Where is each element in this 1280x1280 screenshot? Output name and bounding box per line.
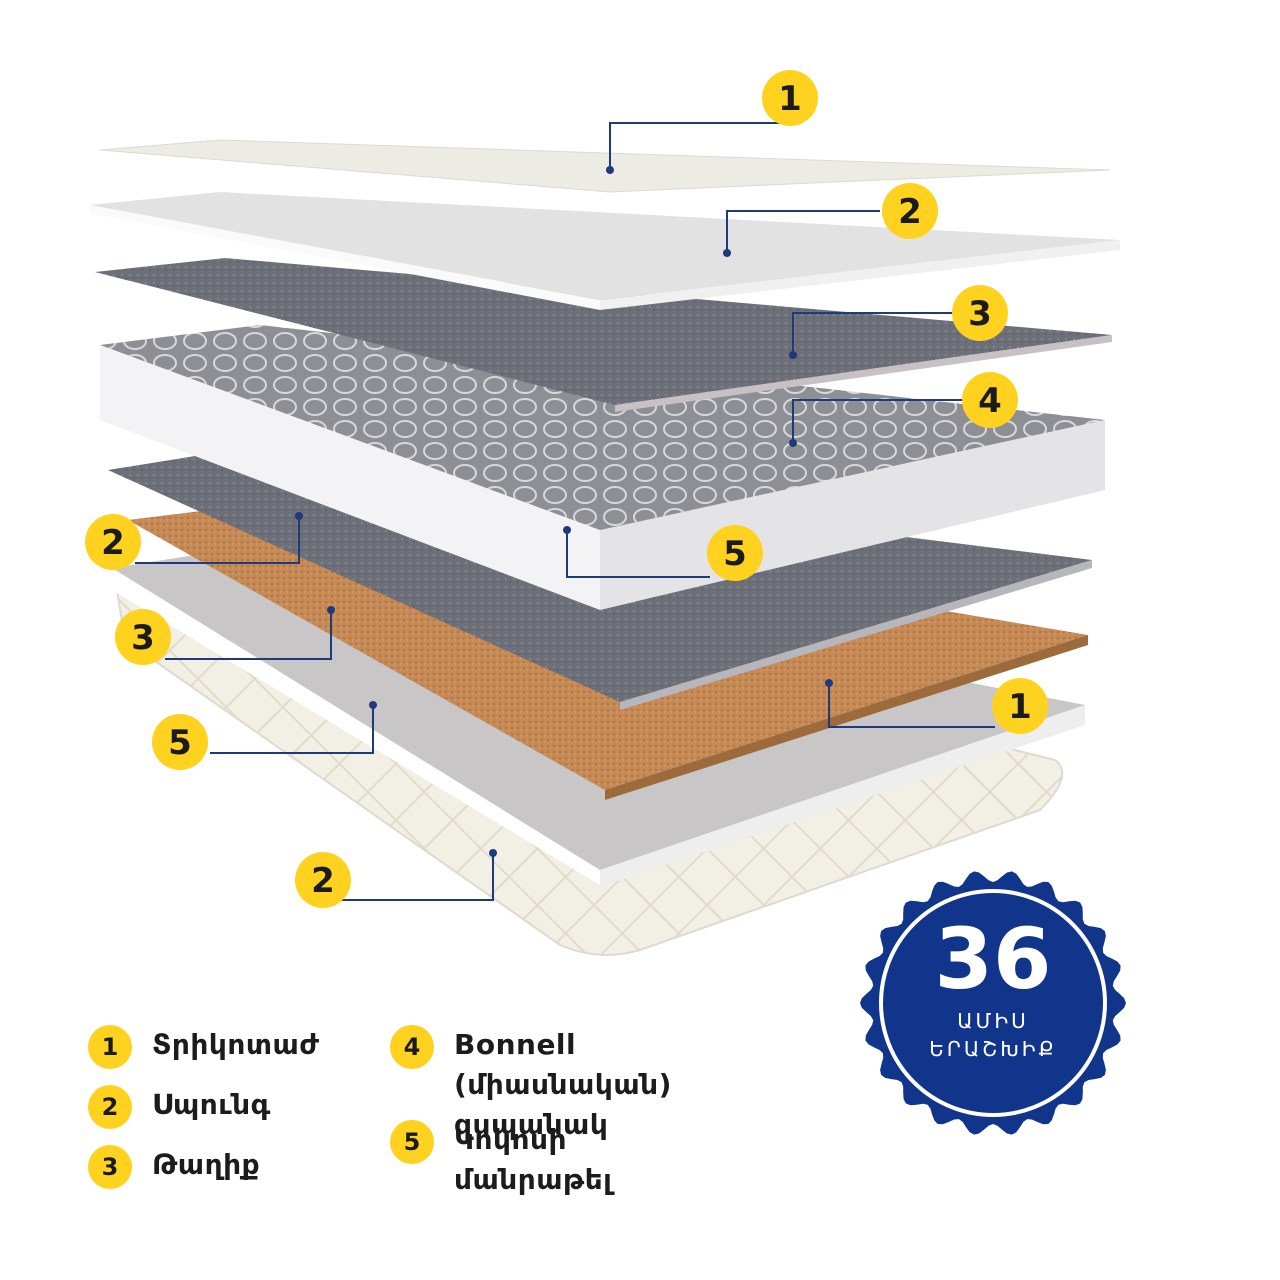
callout-number: 3 xyxy=(968,294,992,334)
layer-felt-top xyxy=(95,258,1112,412)
seal-scalloped-outline xyxy=(860,871,1126,1135)
legend-label: Թաղիք xyxy=(152,1148,261,1181)
leader-line xyxy=(792,312,955,355)
legend-label: Bonnell (միասնական) xyxy=(454,1028,672,1101)
leader-line xyxy=(165,610,332,660)
callout-badge: 5 xyxy=(152,714,208,770)
leader-dot xyxy=(723,249,731,257)
legend-item-springs: 4 Bonnell (միասնական) զսպանակ xyxy=(390,1025,672,1145)
leader-dot xyxy=(295,512,303,520)
legend-number: 5 xyxy=(390,1120,434,1164)
legend-number: 1 xyxy=(88,1025,132,1069)
legend-item-knit: 1 Տրիկոտաժ xyxy=(88,1025,320,1069)
layer-knit-top xyxy=(99,139,1111,193)
callout-badge: 5 xyxy=(707,525,763,581)
legend-label: Տրիկոտաժ xyxy=(152,1028,320,1061)
callout-number: 1 xyxy=(778,79,802,119)
legend-label: Կոկոսի մանրաթել xyxy=(454,1123,613,1196)
callout-badge: 3 xyxy=(115,609,171,665)
legend-item-coconut: 5 Կոկոսի մանրաթել xyxy=(390,1120,612,1200)
leader-dot xyxy=(825,679,833,687)
legend-item-foam: 2 Սպունգ xyxy=(88,1085,271,1129)
legend-number: 4 xyxy=(390,1025,434,1069)
leader-dot xyxy=(327,606,335,614)
leader-line xyxy=(135,516,300,564)
guarantee-seal: 36 ԱՄԻՍ ԵՐԱՇԽԻՔ xyxy=(860,871,1126,1135)
guarantee-line2: ԵՐԱՇԽԻՔ xyxy=(929,1037,1056,1061)
callout-badge: 1 xyxy=(992,678,1048,734)
legend-label-line2: զսպանակ xyxy=(454,1108,609,1141)
legend-item-felt: 3 Թաղիք xyxy=(88,1145,260,1189)
callout-number: 4 xyxy=(978,381,1002,421)
guarantee-months-number: 36 xyxy=(935,910,1052,1008)
leader-line xyxy=(726,210,880,253)
leader-dot xyxy=(563,526,571,534)
callout-number: 2 xyxy=(898,192,922,232)
leader-dot xyxy=(789,351,797,359)
leader-line xyxy=(210,705,374,754)
callout-number: 1 xyxy=(1008,687,1032,727)
callout-number: 2 xyxy=(101,523,125,563)
callout-number: 5 xyxy=(168,723,192,763)
leader-dot xyxy=(489,849,497,857)
leader-line xyxy=(566,530,710,578)
leader-line xyxy=(609,122,780,170)
leader-dot xyxy=(789,439,797,447)
leader-dot xyxy=(606,166,614,174)
callout-badge: 3 xyxy=(952,285,1008,341)
legend-number: 2 xyxy=(88,1085,132,1129)
legend-label: Սպունգ xyxy=(152,1088,271,1121)
callout-badge: 2 xyxy=(882,183,938,239)
guarantee-line1: ԱՄԻՍ xyxy=(957,1009,1029,1033)
callout-badge: 4 xyxy=(962,372,1018,428)
callout-number: 2 xyxy=(311,861,335,901)
callout-number: 3 xyxy=(131,618,155,658)
callout-badge: 2 xyxy=(85,514,141,570)
leader-line xyxy=(828,683,995,728)
callout-badge: 2 xyxy=(295,852,351,908)
layer-foam-top xyxy=(90,192,1120,310)
callout-badge: 1 xyxy=(762,70,818,126)
leader-line xyxy=(340,853,494,901)
leader-dot xyxy=(369,701,377,709)
leader-line xyxy=(792,399,968,443)
callout-number: 5 xyxy=(723,534,747,574)
legend-number: 3 xyxy=(88,1145,132,1189)
